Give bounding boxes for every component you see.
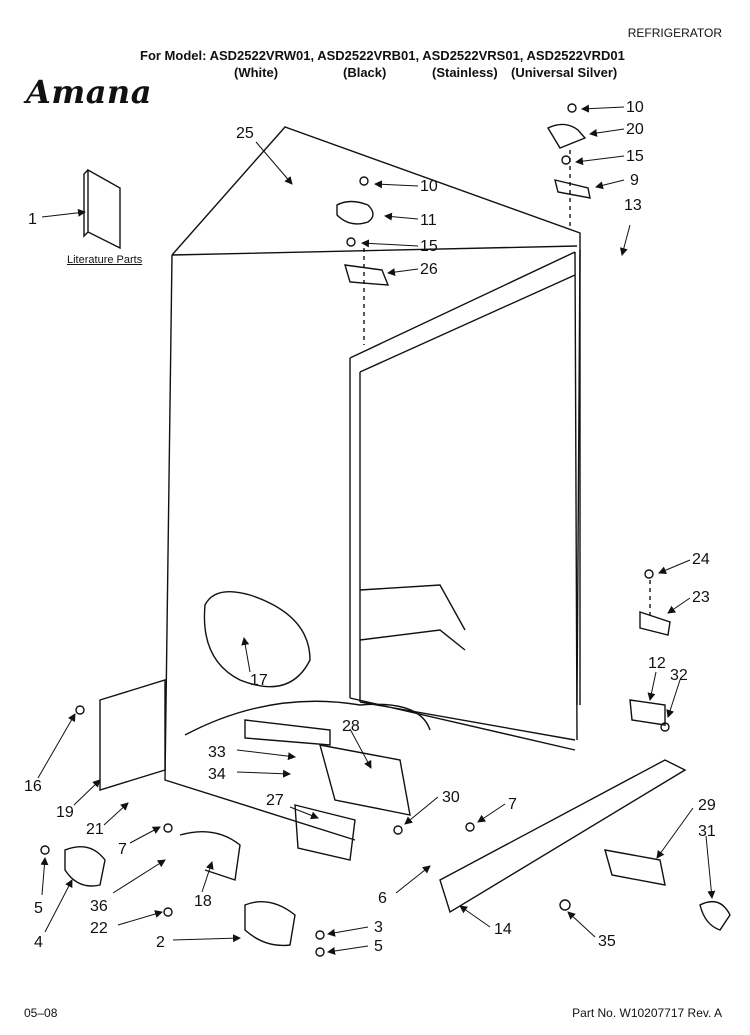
callout-22: 22 [90, 920, 108, 937]
callout-24: 24 [692, 551, 710, 568]
variant-universal-silver: (Universal Silver) [511, 65, 618, 80]
callout-7b: 7 [508, 796, 517, 813]
callout-2: 2 [156, 934, 165, 951]
callout-21: 21 [86, 821, 104, 838]
callout-5b: 5 [374, 938, 383, 955]
callout-10a: 10 [420, 178, 438, 195]
callout-15b: 15 [626, 148, 644, 165]
variant-black: (Black) [343, 65, 387, 80]
variant-white: (White) [234, 65, 279, 80]
literature-parts-label: Literature Parts [67, 254, 143, 266]
callout-3: 3 [374, 919, 383, 936]
callout-28: 28 [342, 718, 360, 735]
callout-25: 25 [236, 125, 254, 142]
callout-13: 13 [624, 197, 642, 214]
callout-11: 11 [420, 212, 437, 229]
callout-31: 31 [698, 823, 716, 840]
callout-4: 4 [34, 934, 43, 951]
callout-32: 32 [670, 667, 688, 684]
callout-17: 17 [250, 672, 268, 689]
callout-10b: 10 [626, 99, 644, 116]
callout-6: 6 [378, 890, 387, 907]
callout-5a: 5 [34, 900, 43, 917]
callout-7a: 7 [118, 841, 127, 858]
callout-26: 26 [420, 261, 438, 278]
footer-part-number: Part No. W10207717 Rev. A [572, 1006, 722, 1020]
callout-30: 30 [442, 789, 460, 806]
callout-20: 20 [626, 121, 644, 138]
callout-labels: 1 2 3 4 5 5 6 7 7 9 10 10 11 12 13 14 15… [24, 99, 716, 955]
callout-15a: 15 [420, 238, 438, 255]
callout-1: 1 [28, 211, 37, 228]
callout-29: 29 [698, 797, 716, 814]
leader-lines [37, 104, 716, 955]
callout-9: 9 [630, 172, 639, 189]
callout-36: 36 [90, 898, 108, 915]
category-label: REFRIGERATOR [627, 26, 722, 40]
callout-16: 16 [24, 778, 42, 795]
callout-23: 23 [692, 589, 710, 606]
callout-34: 34 [208, 766, 226, 783]
variant-stainless: (Stainless) [432, 65, 498, 80]
callout-14: 14 [494, 921, 512, 938]
callout-33: 33 [208, 744, 226, 761]
model-line: For Model: ASD2522VRW01, ASD2522VRB01, A… [140, 48, 625, 63]
brand-logo: Amana [26, 73, 152, 111]
footer-date: 05–08 [24, 1006, 58, 1020]
callout-19: 19 [56, 804, 74, 821]
callout-18: 18 [194, 893, 212, 910]
callout-35: 35 [598, 933, 616, 950]
callout-27: 27 [266, 792, 284, 809]
cabinet-drawing [40, 103, 731, 957]
callout-12: 12 [648, 655, 666, 672]
